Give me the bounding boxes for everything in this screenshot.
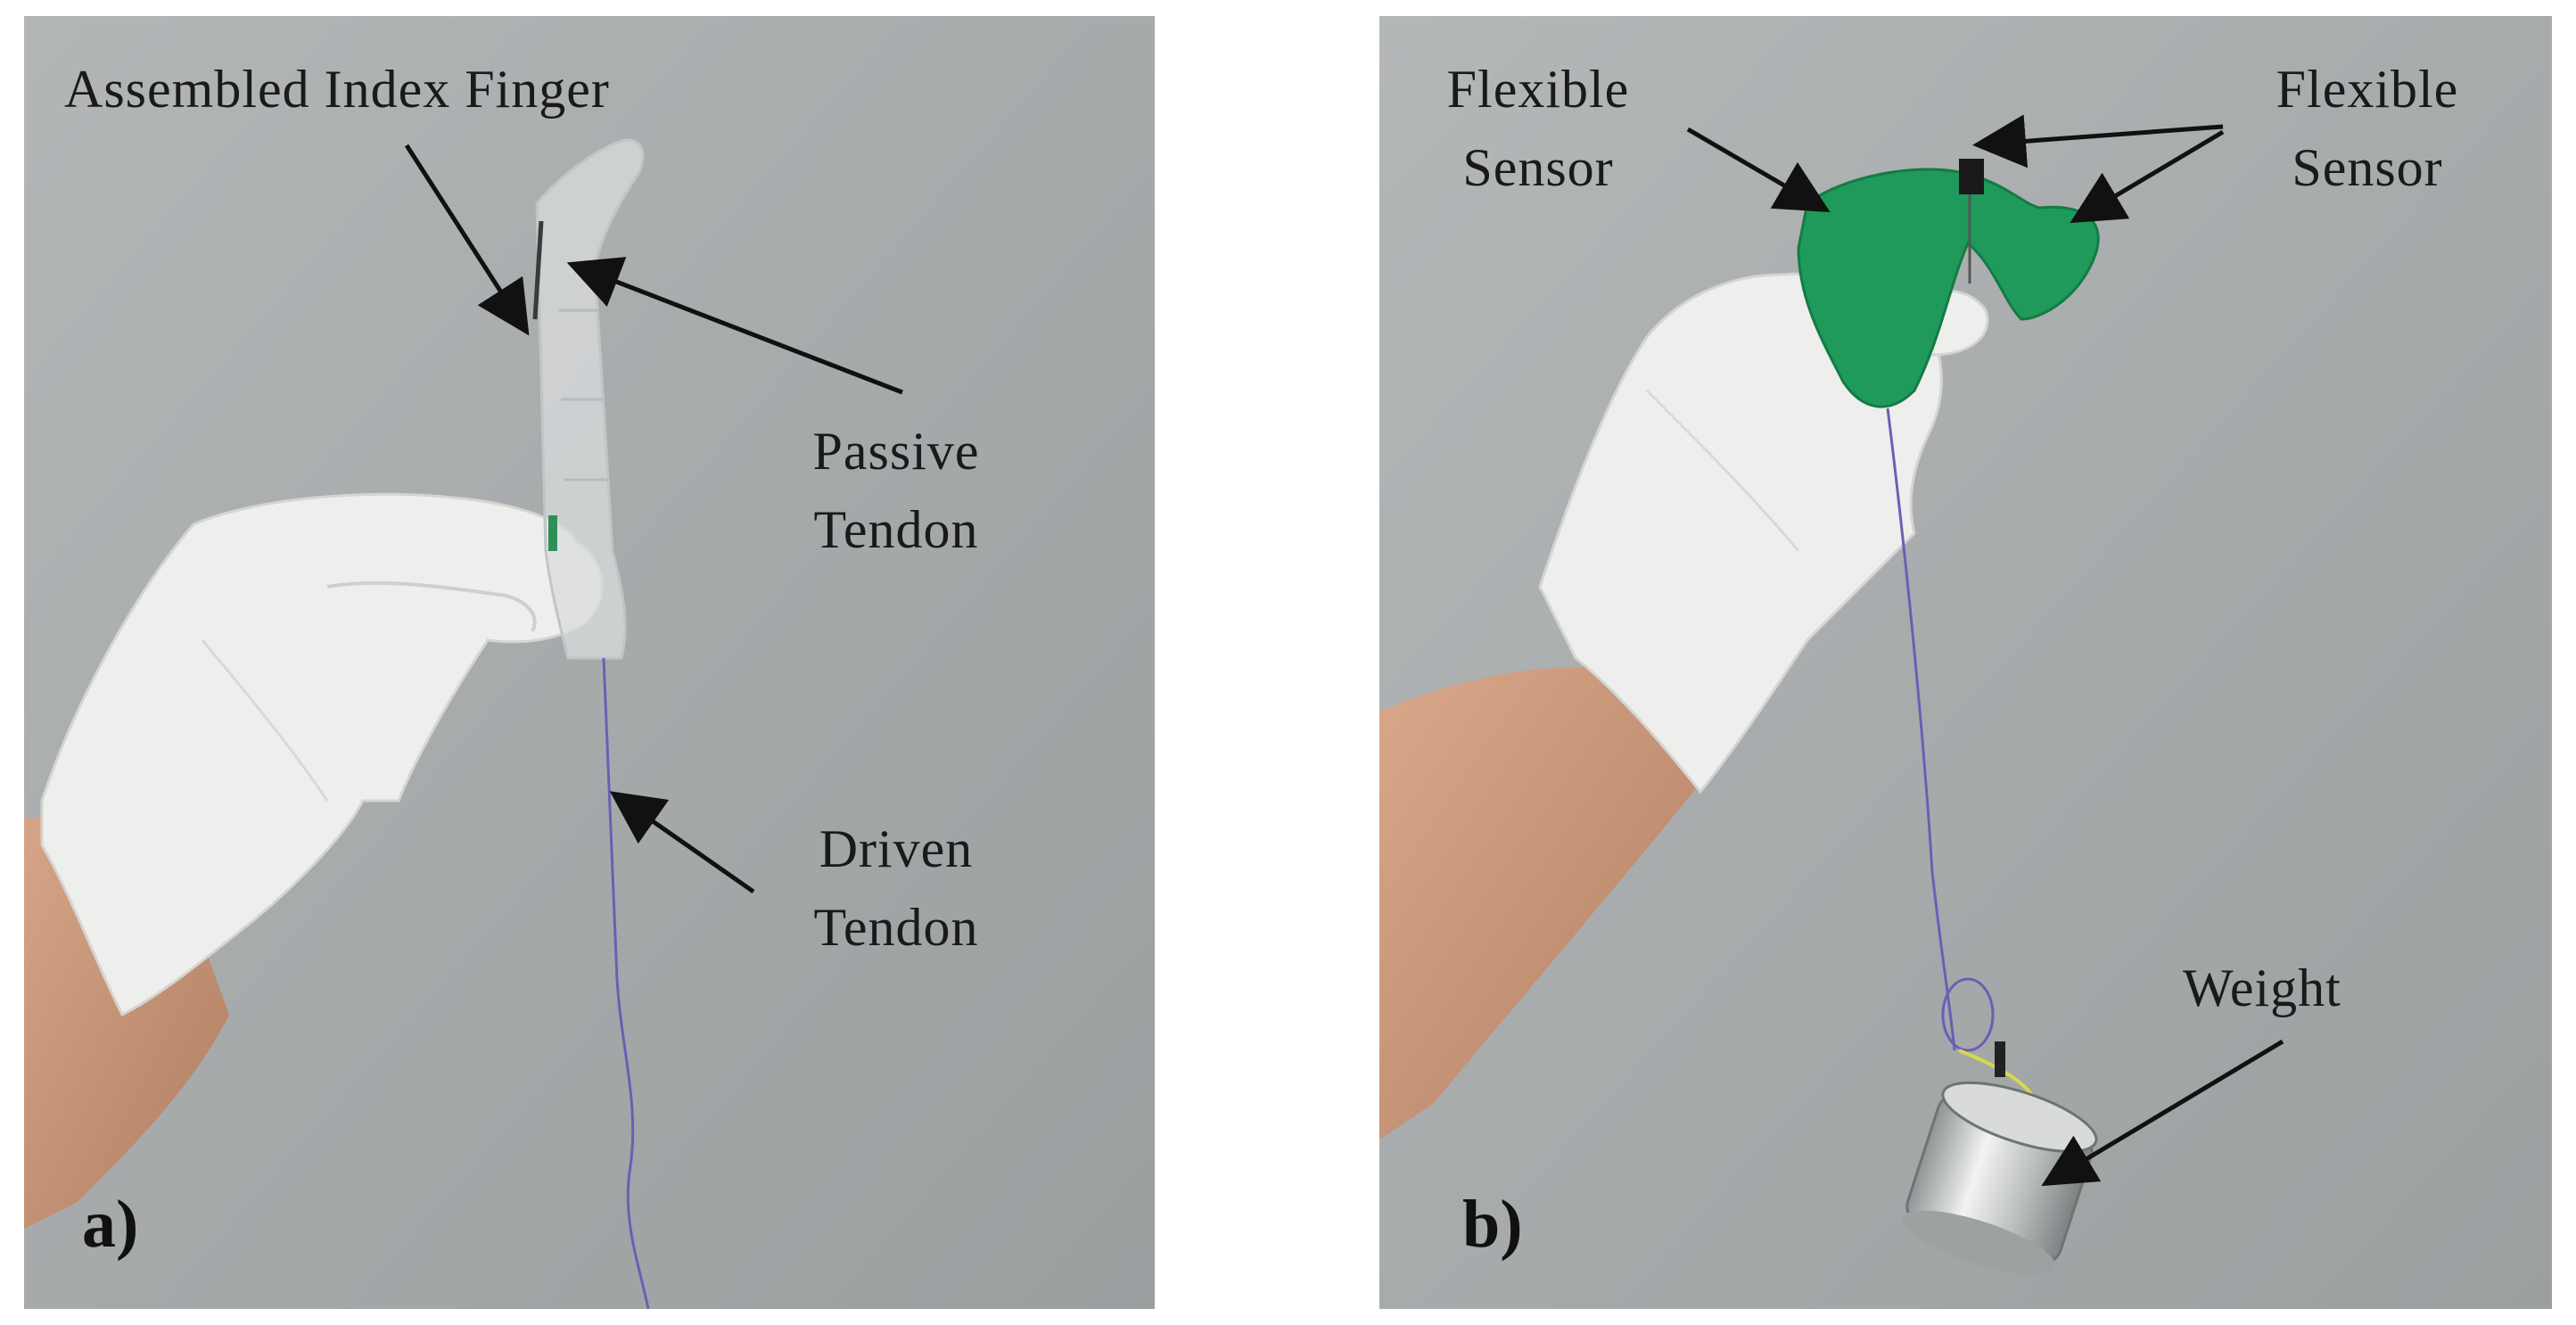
label-weight: Weight xyxy=(2183,959,2341,1017)
white-glove xyxy=(40,492,604,1017)
label-passive-tendon: Passive Tendon xyxy=(789,412,1003,569)
panel-label-a: a) xyxy=(82,1187,139,1262)
photo-panel-a xyxy=(24,16,1155,1309)
label-flexible-sensor-left: Flexible Sensor xyxy=(1418,50,1658,207)
photo-scene-b xyxy=(1379,16,2552,1309)
label-flexible-sensor-right: Flexible Sensor xyxy=(2247,50,2488,207)
label-passive-tendon-line2: Tendon xyxy=(813,500,979,559)
label-flexible-sensor-left-line1: Flexible xyxy=(1446,60,1630,119)
label-driven-tendon-line1: Driven xyxy=(819,819,974,878)
label-flexible-sensor-left-line2: Sensor xyxy=(1462,138,1614,197)
photo-scene-a xyxy=(24,16,1155,1309)
label-assembled-index-finger: Assembled Index Finger xyxy=(64,60,610,119)
white-glove xyxy=(1538,272,1943,794)
panel-label-b: b) xyxy=(1462,1187,1523,1262)
glove-fold xyxy=(326,580,537,632)
label-flexible-sensor-right-line1: Flexible xyxy=(2276,60,2459,119)
label-driven-tendon: Driven Tendon xyxy=(780,810,1012,967)
label-passive-tendon-line1: Passive xyxy=(812,422,980,481)
finger-joint-marker xyxy=(532,220,544,320)
forearm xyxy=(1379,667,1700,1140)
weight-hook xyxy=(1995,1041,2005,1077)
label-flexible-sensor-right-line2: Sensor xyxy=(2292,138,2443,197)
label-driven-tendon-line2: Tendon xyxy=(813,898,979,957)
driven-tendon-thread xyxy=(602,657,650,1309)
photo-panel-b xyxy=(1379,16,2552,1309)
driven-tendon-thread xyxy=(1886,407,1956,1051)
flexible-sensor-top xyxy=(1959,159,1984,194)
